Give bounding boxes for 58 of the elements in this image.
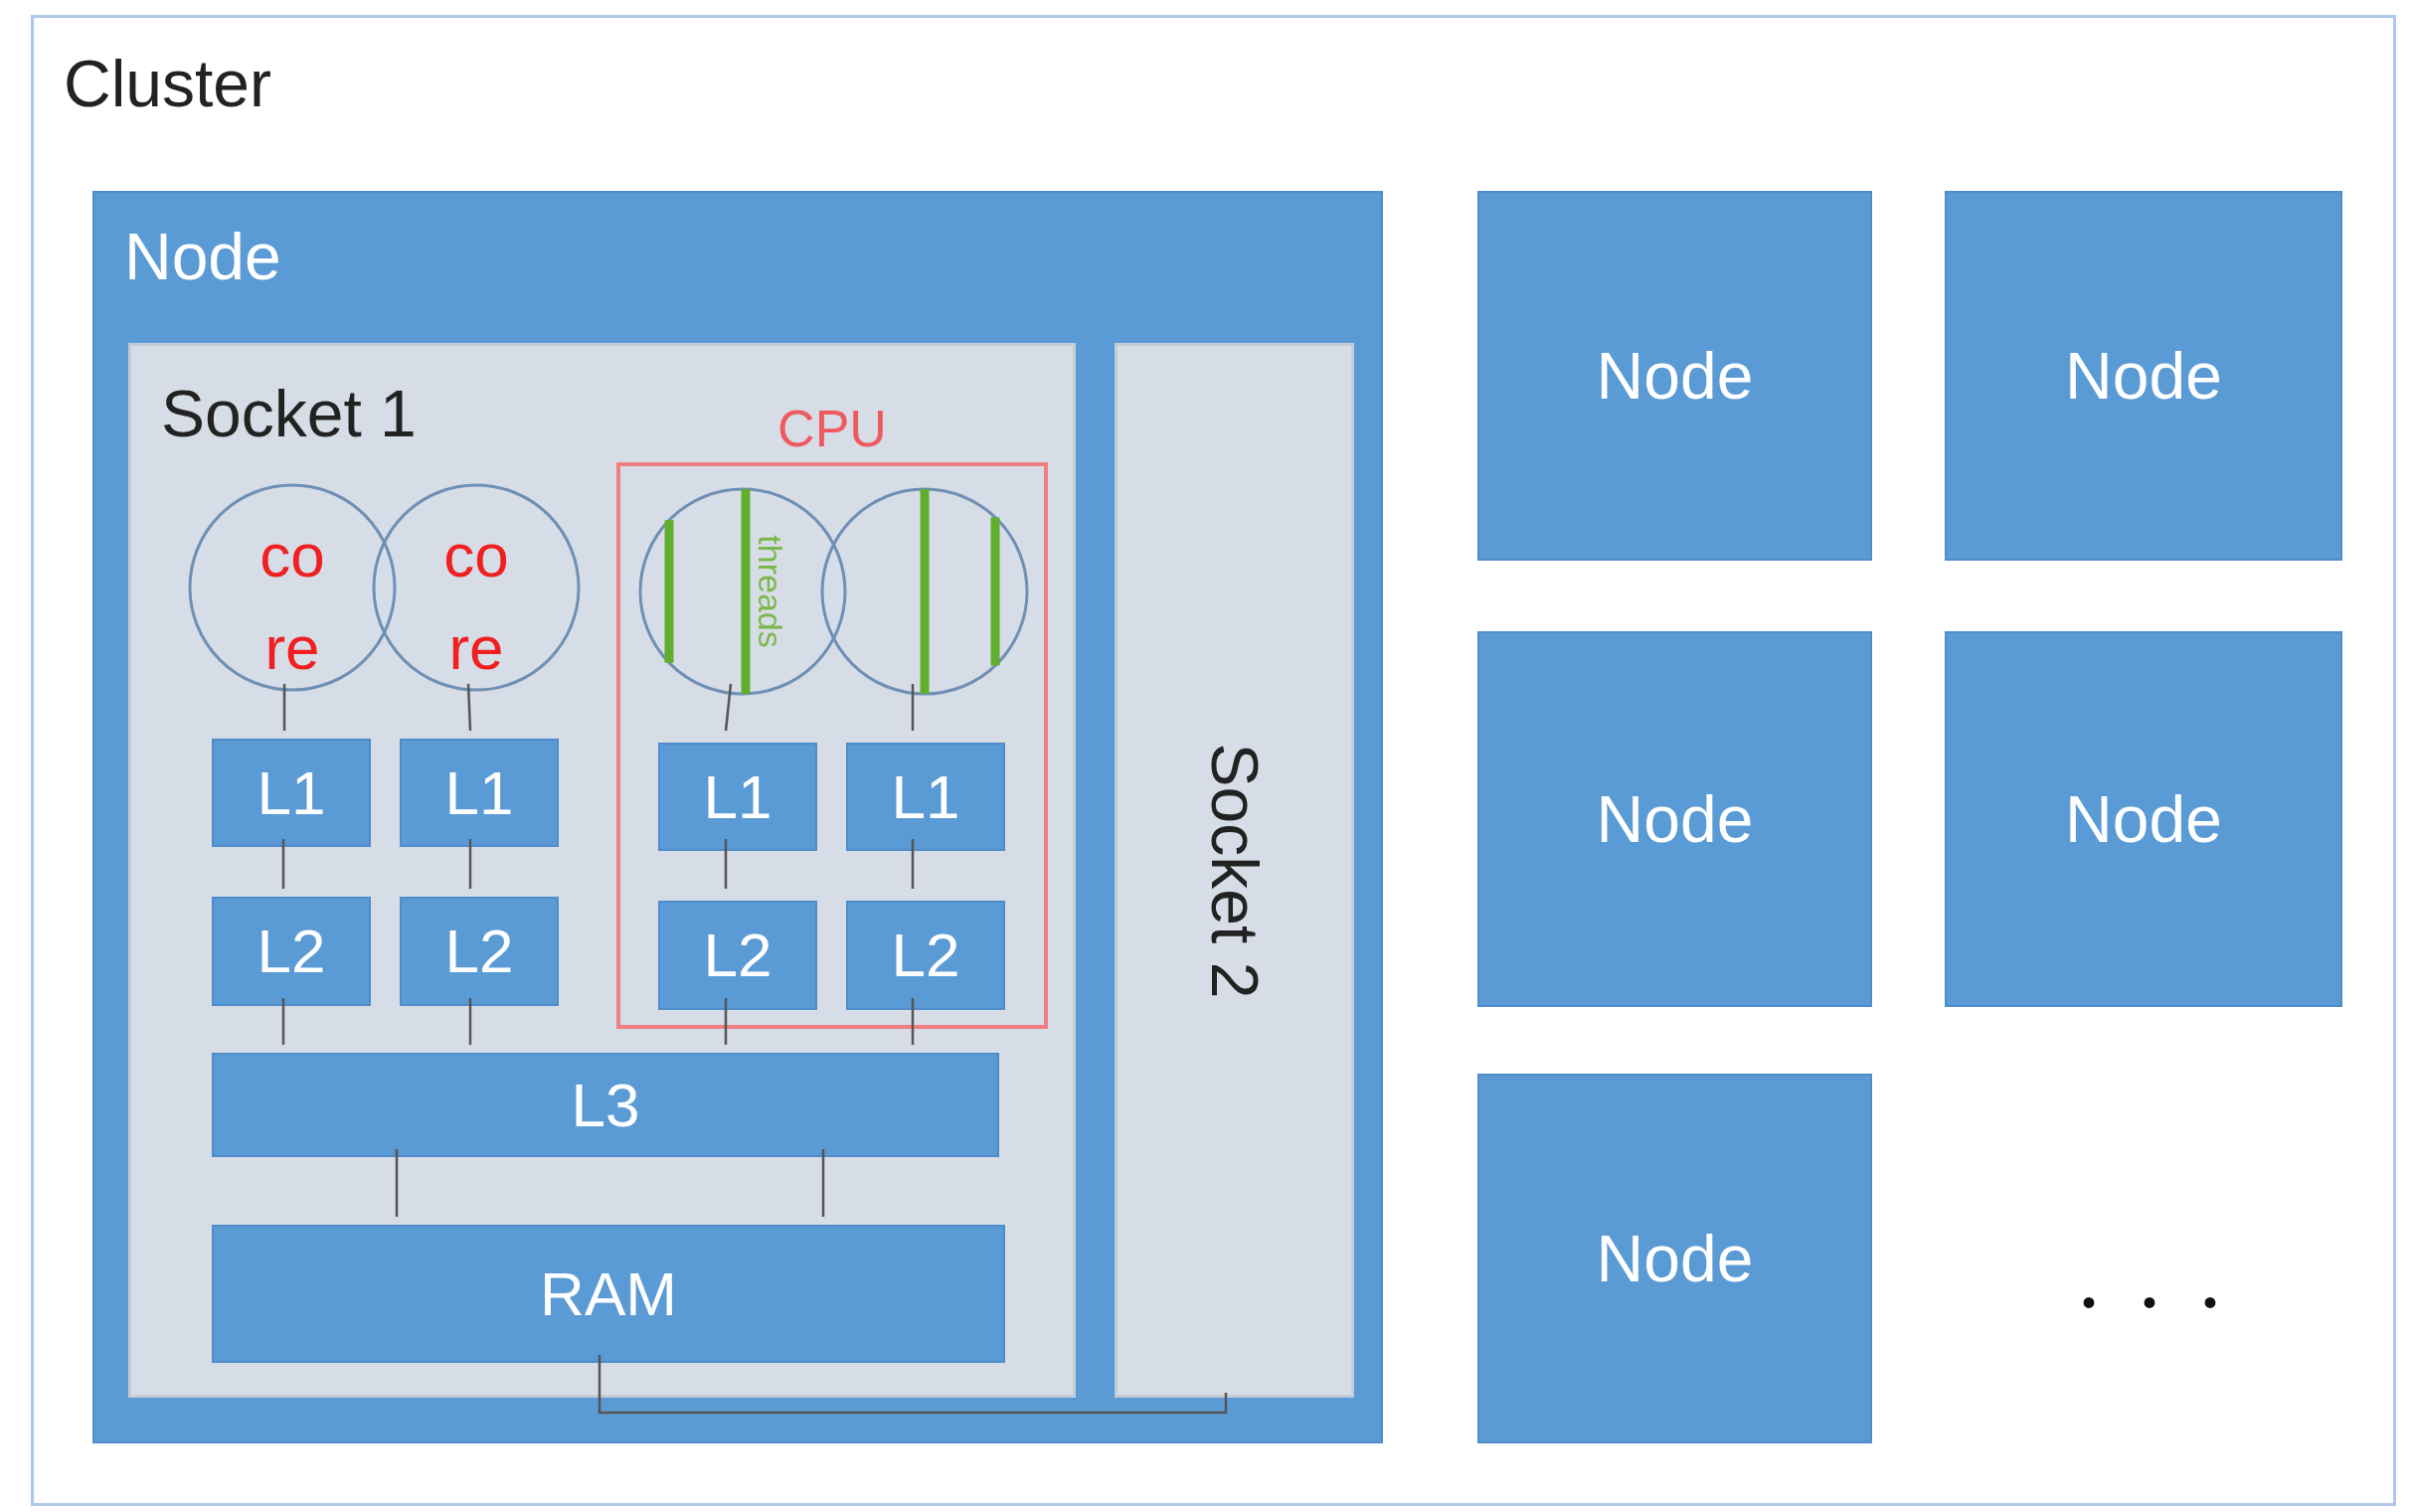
node-title: Node xyxy=(124,221,281,293)
node-box xyxy=(1477,1074,1872,1443)
cache-label: L2 xyxy=(891,921,960,990)
socket-title: Socket 1 xyxy=(161,378,417,450)
connector-line xyxy=(466,683,472,732)
connector-line xyxy=(911,998,915,1045)
node-box xyxy=(1477,631,1872,1007)
cache-box xyxy=(658,743,817,851)
cache-box xyxy=(846,743,1005,851)
cluster-frame xyxy=(31,15,2396,1506)
connector-line xyxy=(821,1149,825,1217)
connector-line xyxy=(281,998,285,1045)
cache-box xyxy=(212,1053,999,1157)
cache-box xyxy=(846,901,1005,1010)
node-box xyxy=(1477,191,1872,561)
connector-line xyxy=(598,1355,1228,1415)
connector-line xyxy=(911,839,915,889)
cache-label: RAM xyxy=(540,1260,677,1328)
node-label: Node xyxy=(2065,339,2222,413)
node-box xyxy=(1945,191,2342,561)
cache-label: L1 xyxy=(444,758,514,827)
cache-label: L1 xyxy=(703,762,773,831)
cache-box xyxy=(212,897,371,1006)
node-box xyxy=(92,191,1383,1443)
cache-box xyxy=(400,897,559,1006)
ellipsis-mark: • • • xyxy=(2081,1280,2236,1324)
cache-label: L2 xyxy=(444,917,514,986)
core-label: co re xyxy=(442,520,510,684)
socket-box xyxy=(128,343,1076,1398)
connector-line xyxy=(468,998,472,1045)
cache-label: L1 xyxy=(257,758,326,827)
node-label: Node xyxy=(2065,782,2222,856)
cache-box xyxy=(212,1225,1005,1363)
cache-label: L2 xyxy=(703,921,773,990)
cluster-title: Cluster xyxy=(64,48,272,120)
node-box xyxy=(1945,631,2342,1007)
node-label: Node xyxy=(1596,339,1754,413)
cache-box xyxy=(400,739,559,847)
connector-line xyxy=(395,1149,399,1217)
connector-line xyxy=(468,839,472,889)
cache-label: L3 xyxy=(571,1071,640,1139)
connector-line xyxy=(724,839,728,889)
connector-line xyxy=(282,684,286,731)
socket-box xyxy=(1115,343,1354,1398)
socket-title: Socket 2 xyxy=(1198,743,1271,998)
connector-line xyxy=(911,684,915,731)
cache-box xyxy=(658,901,817,1010)
cache-label: L2 xyxy=(257,917,326,986)
core-label: co re xyxy=(258,520,326,684)
node-label: Node xyxy=(1596,782,1754,856)
connector-line xyxy=(724,998,728,1045)
connector-line xyxy=(281,839,285,889)
cpu-label: CPU xyxy=(777,401,887,458)
thread-label: threads xyxy=(752,535,789,648)
node-label: Node xyxy=(1596,1222,1754,1295)
cache-label: L1 xyxy=(891,762,960,831)
connector-line xyxy=(724,683,733,732)
cache-box xyxy=(212,739,371,847)
